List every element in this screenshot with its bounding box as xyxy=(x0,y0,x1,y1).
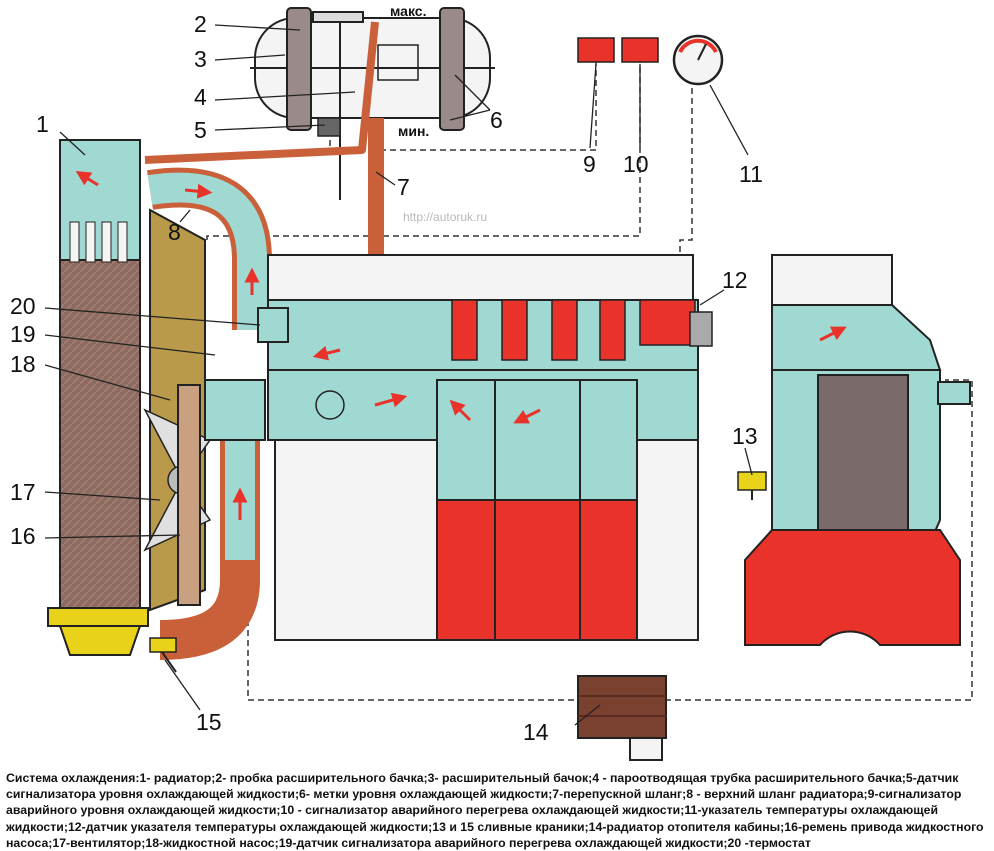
level-sensor xyxy=(317,117,341,137)
callout-8: 8 xyxy=(168,219,181,245)
callout-leaders xyxy=(44,24,753,726)
vapor-pipe xyxy=(144,21,379,164)
cooling-system-diagram: макс. мин. xyxy=(10,3,973,761)
callout-2: 2 xyxy=(194,11,207,37)
thermostat xyxy=(257,307,289,343)
callout-10: 10 xyxy=(623,151,649,177)
callout-9: 9 xyxy=(583,151,596,177)
low-level-warning-lamp xyxy=(577,37,615,63)
drain-tap-block xyxy=(737,471,767,500)
callout-18: 18 xyxy=(10,351,36,377)
tank-cap xyxy=(312,11,364,23)
temp-gauge-sensor xyxy=(689,311,713,347)
engine-cross-section xyxy=(744,254,971,646)
radiator xyxy=(47,139,149,656)
pump-belt-pulley xyxy=(177,384,201,606)
callout-20: 20 xyxy=(10,293,36,319)
callout-7: 7 xyxy=(397,174,410,200)
callout-19: 19 xyxy=(10,321,36,347)
callout-14: 14 xyxy=(523,719,549,745)
callout-15: 15 xyxy=(196,709,222,735)
coolant-flow-arrows xyxy=(75,171,847,520)
drain-tap-lower xyxy=(149,637,177,673)
overheat-warning-lamp xyxy=(621,37,659,63)
callout-16: 16 xyxy=(10,523,36,549)
cab-heater-radiator xyxy=(577,675,667,761)
callout-13: 13 xyxy=(732,423,758,449)
callout-5: 5 xyxy=(194,117,207,143)
figure-caption: Система охлаждения:1- радиатор;2- пробка… xyxy=(6,771,984,850)
level-min-label: мин. xyxy=(398,123,429,139)
sensor-wiring xyxy=(206,62,973,701)
callout-12: 12 xyxy=(722,267,748,293)
level-marks xyxy=(377,44,419,81)
callout-1: 1 xyxy=(36,111,49,137)
callout-6: 6 xyxy=(490,107,503,133)
watermark: http://autoruk.ru xyxy=(403,210,487,224)
callout-17: 17 xyxy=(10,479,36,505)
callout-4: 4 xyxy=(194,84,207,110)
callout-3: 3 xyxy=(194,46,207,72)
water-pump xyxy=(204,379,266,441)
level-max-label: макс. xyxy=(390,3,426,19)
temperature-gauge xyxy=(672,34,724,86)
callout-11: 11 xyxy=(739,161,763,187)
engine-block xyxy=(267,254,699,641)
